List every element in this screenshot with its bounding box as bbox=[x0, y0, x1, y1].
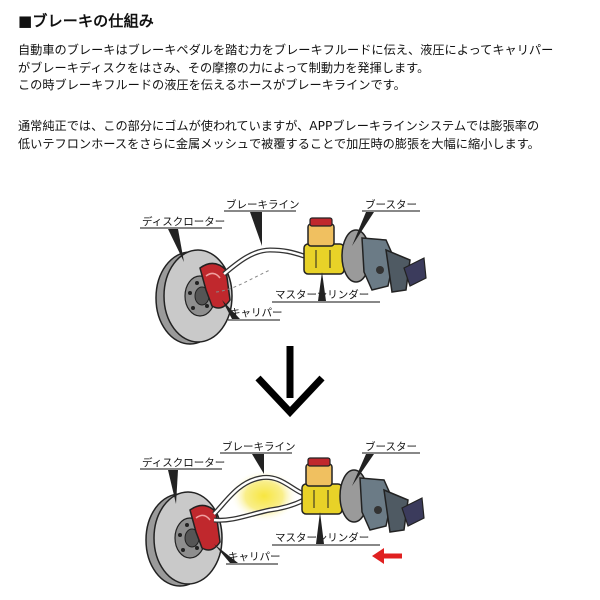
page-title: ■ブレーキの仕組み bbox=[18, 12, 154, 30]
label-booster: ブースター bbox=[365, 440, 417, 453]
app-system-paragraph: 通常純正では、この部分にゴムが使われていますが、APPブレーキラインシステムでは… bbox=[18, 118, 540, 153]
booster-illustration bbox=[341, 229, 427, 293]
booster-illustration bbox=[339, 469, 425, 533]
diagram-top: ブレーキライン ブースター ディスクローター マスターシリンダー キャリパー bbox=[140, 198, 427, 345]
app-line-1: 通常純正では、この部分にゴムが使われていますが、APPブレーキラインシステムでは… bbox=[18, 119, 540, 133]
diagram-bottom: ブレーキライン ブースター ディスクローター マスターシリンダー キャリパー bbox=[140, 440, 425, 587]
label-disc-rotor: ディスクローター bbox=[142, 215, 225, 228]
intro-line-2: がブレーキディスクをはさみ、その摩擦の力によって制動力を発揮します。 bbox=[18, 60, 430, 75]
caliper-illustration bbox=[199, 262, 231, 309]
app-line-2: 低いテフロンホースをさらに金属メッシュで被覆することで加圧時の膨張を大幅に縮小し… bbox=[18, 136, 540, 151]
label-brake-line: ブレーキライン bbox=[222, 440, 296, 453]
label-caliper: キャリパー bbox=[228, 551, 281, 563]
intro-line-1: 自動車のブレーキはブレーキペダルを踏む力をブレーキフルードに伝え、液圧によってキ… bbox=[18, 43, 554, 57]
pedal-force-arrow-icon bbox=[372, 548, 402, 564]
label-brake-line: ブレーキライン bbox=[226, 198, 300, 211]
label-booster: ブースター bbox=[365, 198, 417, 211]
label-caliper: キャリパー bbox=[230, 307, 283, 319]
intro-paragraph: 自動車のブレーキはブレーキペダルを踏む力をブレーキフルードに伝え、液圧によってキ… bbox=[18, 42, 553, 95]
master-cylinder-illustration bbox=[301, 457, 343, 515]
label-disc-rotor: ディスクローター bbox=[142, 456, 225, 469]
down-arrow-icon bbox=[255, 346, 325, 418]
intro-line-3: この時ブレーキフルードの液圧を伝えるホースがブレーキラインです。 bbox=[18, 78, 406, 93]
master-cylinder-illustration bbox=[303, 217, 345, 275]
caliper-illustration bbox=[189, 504, 221, 551]
